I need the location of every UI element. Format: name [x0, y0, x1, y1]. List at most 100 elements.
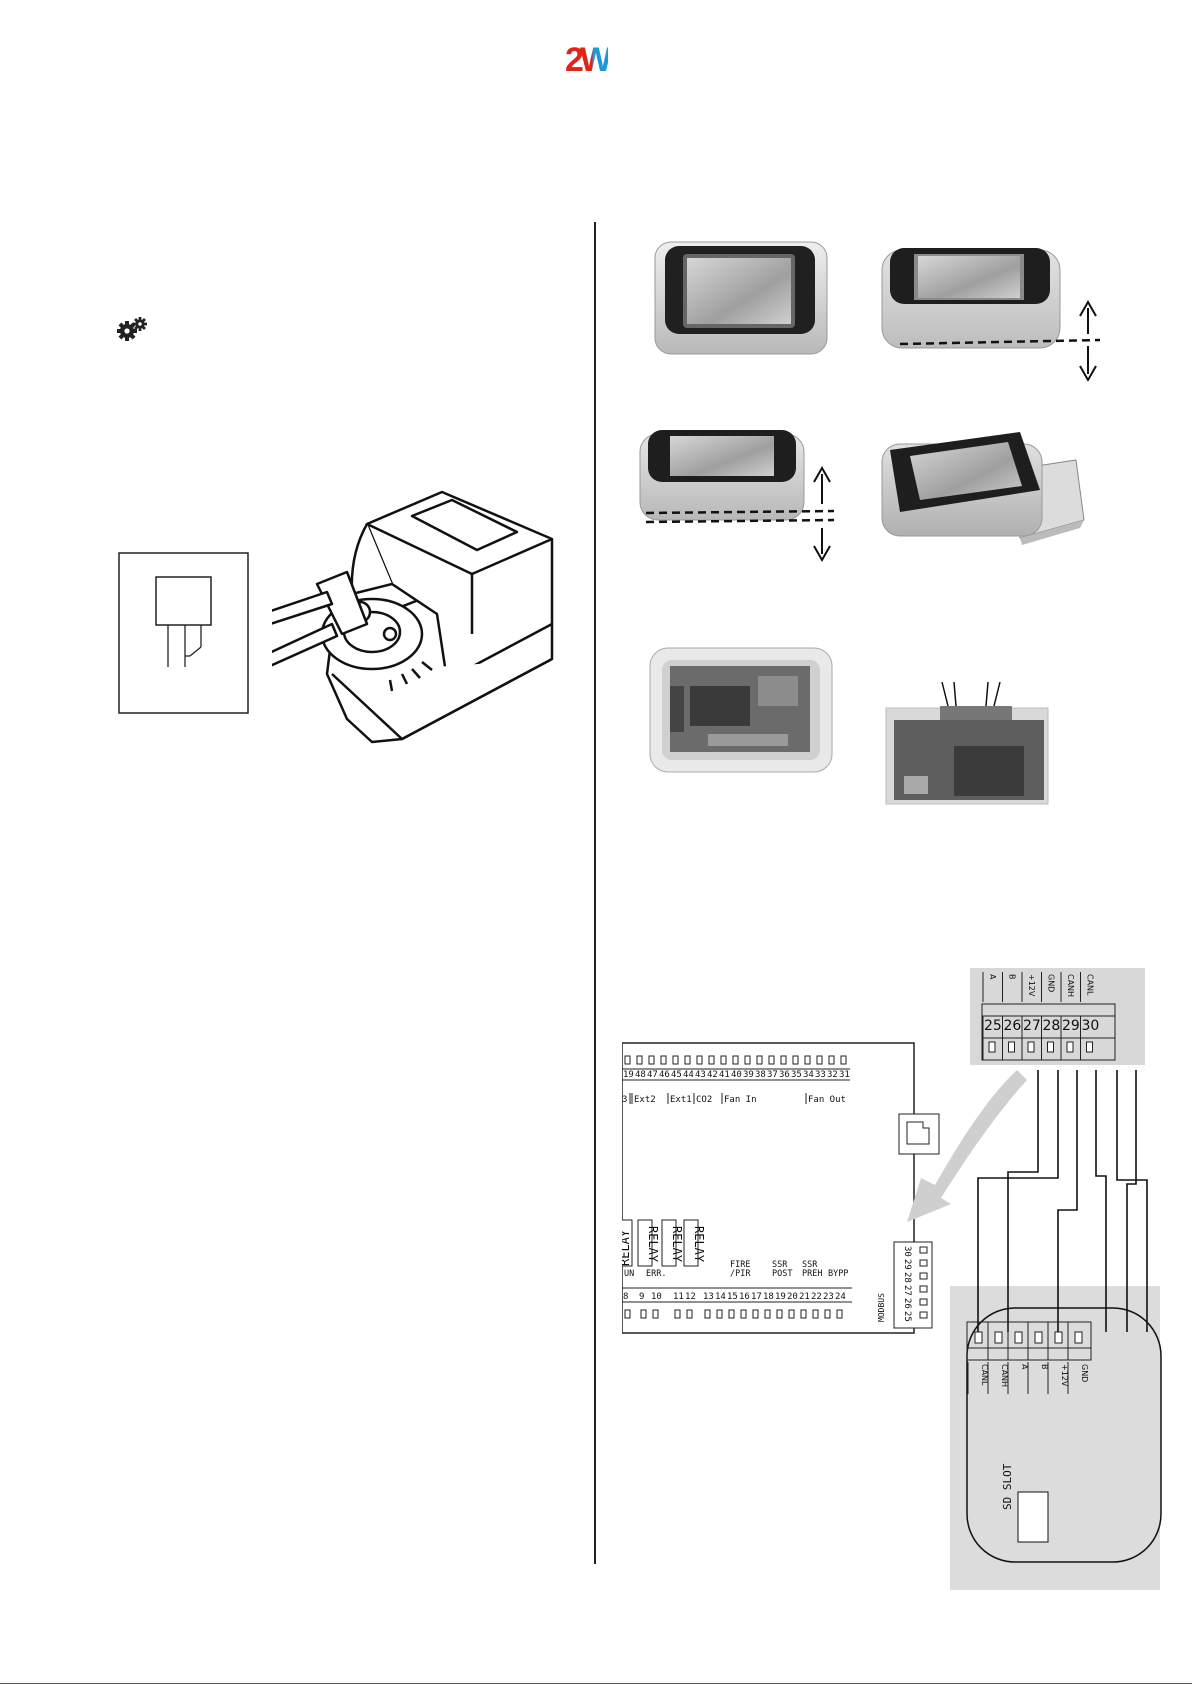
- terminal-screw: [776, 1309, 783, 1319]
- terminal-screw: [824, 1309, 831, 1319]
- modbus-terminal-number: 25: [902, 1311, 912, 1322]
- ext-terminal-number: 28: [1043, 1018, 1061, 1034]
- terminal-number: 19: [623, 1070, 634, 1080]
- terminal-screw: [974, 1331, 983, 1344]
- terminal-group-label: 3: [622, 1095, 627, 1105]
- terminal-number: 32: [827, 1070, 838, 1080]
- terminal-screw: [674, 1309, 681, 1319]
- controller-photo-opened: [881, 432, 1085, 545]
- terminal-number: 47: [647, 1070, 658, 1080]
- ext-terminal-number: 25: [984, 1018, 1002, 1034]
- terminal-screw: [732, 1055, 739, 1065]
- terminal-screw: [640, 1309, 647, 1319]
- terminal-number: 40: [731, 1070, 742, 1080]
- terminal-screw: [812, 1309, 819, 1319]
- terminal-screw: [708, 1055, 715, 1065]
- terminal-screw: [648, 1055, 655, 1065]
- terminal-number: 8: [623, 1292, 628, 1302]
- terminal-screw: [716, 1309, 723, 1319]
- ext-terminal-label: +12V: [1027, 974, 1036, 997]
- relay-box: [661, 1219, 677, 1267]
- sd-slot-label: SD SLOT: [1001, 1463, 1014, 1510]
- device-terminal-label: B: [1040, 1364, 1049, 1370]
- terminal-number: 34: [803, 1070, 814, 1080]
- terminal-screw: [696, 1055, 703, 1065]
- terminal-group-label: CO2: [696, 1095, 712, 1105]
- device-terminal-label: A: [1020, 1364, 1029, 1370]
- terminal-number: 18: [763, 1292, 774, 1302]
- terminal-screw: [1008, 1041, 1015, 1053]
- terminal-number: 43: [695, 1070, 706, 1080]
- controller-photo-front: [654, 241, 828, 355]
- terminal-group-label: Ext2: [634, 1095, 656, 1105]
- terminal-number: 46: [659, 1070, 670, 1080]
- relay-box: [622, 1219, 633, 1267]
- terminal-number: 17: [751, 1292, 762, 1302]
- terminal-group-label: SSR: [802, 1260, 818, 1270]
- terminal-number: 39: [743, 1070, 754, 1080]
- device-terminal-label: CANH: [1000, 1364, 1009, 1387]
- terminal-screw: [752, 1309, 759, 1319]
- logo-letter: W: [579, 41, 612, 79]
- logo-digit: 2: [565, 41, 584, 79]
- terminal-group-label: ERR.: [646, 1269, 666, 1279]
- terminal-number: 45: [671, 1070, 682, 1080]
- device-terminal-label: CANL: [980, 1364, 989, 1386]
- modbus-terminal-number: 29: [902, 1259, 912, 1270]
- terminal-number: 33: [815, 1070, 826, 1080]
- terminal-screw: [919, 1259, 928, 1267]
- terminal-group-label: UN: [624, 1269, 634, 1279]
- page-bottom-rule: [0, 1683, 1192, 1684]
- terminal-screw: [652, 1309, 659, 1319]
- terminal-screw: [1034, 1331, 1043, 1344]
- terminal-screw: [828, 1055, 835, 1065]
- terminal-screw: [780, 1055, 787, 1065]
- terminal-screw: [660, 1055, 667, 1065]
- ext-terminal-label: CANH: [1066, 974, 1075, 997]
- terminal-screw: [672, 1055, 679, 1065]
- terminal-screw: [744, 1055, 751, 1065]
- controller-photo-double-dashed: [639, 430, 835, 563]
- device-terminal-label: GND: [1080, 1364, 1089, 1382]
- terminal-group-label: Fan In: [724, 1095, 757, 1105]
- terminal-number: 16: [739, 1292, 750, 1302]
- terminal-screw: [686, 1309, 693, 1319]
- terminal-screw: [788, 1309, 795, 1319]
- terminal-screw: [720, 1055, 727, 1065]
- terminal-screw: [994, 1331, 1003, 1344]
- terminal-number: 31: [839, 1070, 850, 1080]
- terminal-screw: [919, 1246, 928, 1254]
- modbus-terminal-number: 30: [902, 1246, 912, 1257]
- terminal-screw: [704, 1309, 711, 1319]
- terminal-screw: [1027, 1041, 1035, 1053]
- terminal-screw: [919, 1285, 928, 1293]
- terminal-screw: [988, 1041, 996, 1053]
- terminal-screw: [840, 1055, 847, 1065]
- terminal-number: 20: [787, 1292, 798, 1302]
- pcb-connector-photo: [885, 681, 1049, 805]
- relay-box: [637, 1219, 653, 1267]
- ext-terminal-label: GND: [1047, 974, 1056, 992]
- terminal-screw: [740, 1309, 747, 1319]
- terminal-number: 37: [767, 1070, 778, 1080]
- terminal-screw: [1014, 1331, 1023, 1344]
- terminal-number: 24: [835, 1292, 846, 1302]
- terminal-number: 21: [799, 1292, 810, 1302]
- ext-terminal-number: 26: [1004, 1018, 1022, 1034]
- terminal-screw: [1047, 1041, 1054, 1053]
- terminal-number: 13: [703, 1292, 714, 1302]
- terminal-screw: [1054, 1331, 1063, 1344]
- terminal-screw: [800, 1309, 807, 1319]
- terminal-number: 15: [727, 1292, 738, 1302]
- terminal-number: 11: [673, 1292, 684, 1302]
- terminal-screw: [792, 1055, 799, 1065]
- terminal-screw: [816, 1055, 823, 1065]
- terminal-group-label: SSR: [772, 1260, 788, 1270]
- terminal-number: 9: [639, 1292, 644, 1302]
- relay-label: RELAY: [670, 1226, 684, 1263]
- terminal-number: 35: [791, 1070, 802, 1080]
- ext-terminal-number: 29: [1062, 1018, 1080, 1034]
- terminal-screw: [756, 1055, 763, 1065]
